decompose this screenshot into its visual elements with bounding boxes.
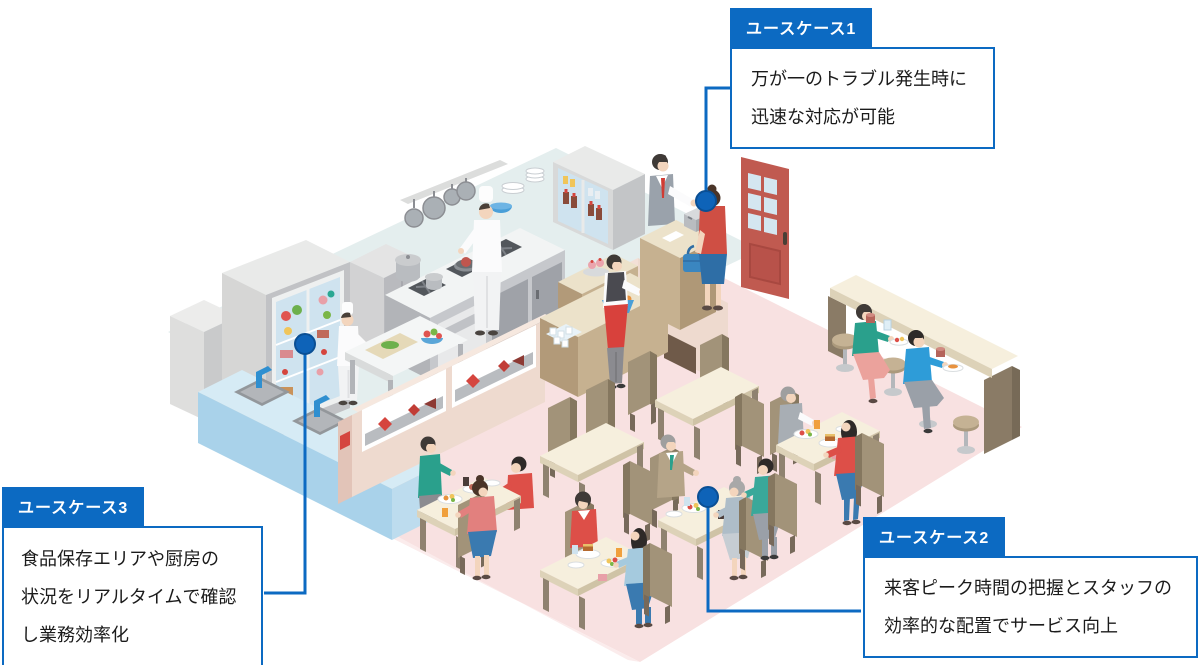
diner-figure: [823, 420, 866, 526]
display-window: [452, 325, 536, 408]
chef-figure-cooking: [458, 186, 502, 336]
callout1-target-dot: [695, 190, 717, 212]
dining-table-guests: [650, 434, 797, 581]
bar-patron-man: [903, 330, 964, 434]
dining-table-guests: [770, 386, 884, 526]
dining-table-guests: [540, 491, 672, 630]
use-case-1-text: 万が一のトラブル発生時に 迅速な対応が可能: [730, 47, 995, 149]
callout-connectors: [264, 86, 861, 613]
table-food: [567, 544, 624, 581]
entrance-door: [741, 157, 789, 299]
bar-dishes: [866, 313, 945, 357]
callout3-target-dot: [294, 333, 316, 355]
callout2-target-dot: [697, 486, 719, 508]
dining-table-guests: [417, 436, 534, 581]
diner-figure: [657, 434, 699, 498]
use-case-2-text: 来客ピーク時間の把握とスタッフの 効率的な配置でサービス向上: [863, 556, 1198, 658]
prep-table: [345, 316, 468, 414]
stock-pot: [395, 254, 443, 290]
diner-figure: [455, 475, 497, 581]
glass-tray: [546, 324, 582, 348]
connector-line-2: [706, 497, 861, 613]
plate-stack: [501, 167, 545, 194]
use-case-callout-3: ユースケース3 食品保存エリアや厨房の 状況をリアルタイムで確認 し業務効率化: [2, 487, 263, 665]
display-window: [362, 369, 446, 452]
connector-line-1: [704, 86, 730, 201]
partition-wall: [338, 314, 551, 504]
cashier-staff-figure: [648, 154, 698, 226]
use-case-callout-1: ユースケース1 万が一のトラブル発生時に 迅速な対応が可能: [730, 8, 995, 149]
mixing-bowl: [490, 202, 512, 213]
sink-basin: [234, 366, 290, 406]
drink-refrigerator: [553, 146, 645, 250]
bottles-and-cans: [563, 176, 602, 220]
customer-figure: [683, 184, 727, 311]
use-case-2-label: ユースケース2: [863, 517, 1006, 556]
diner-figure: [570, 491, 598, 548]
use-case-1-label: ユースケース1: [730, 8, 873, 47]
use-case-3-text: 食品保存エリアや厨房の 状況をリアルタイムで確認 し業務効率化: [2, 526, 263, 665]
use-case-3-label: ユースケース3: [2, 487, 145, 526]
use-case-callout-2: ユースケース2 来客ピーク時間の把握とスタッフの 効率的な配置でサービス向上: [863, 517, 1198, 658]
connector-line-3: [264, 344, 307, 595]
hanging-pans-rail: [400, 160, 508, 228]
